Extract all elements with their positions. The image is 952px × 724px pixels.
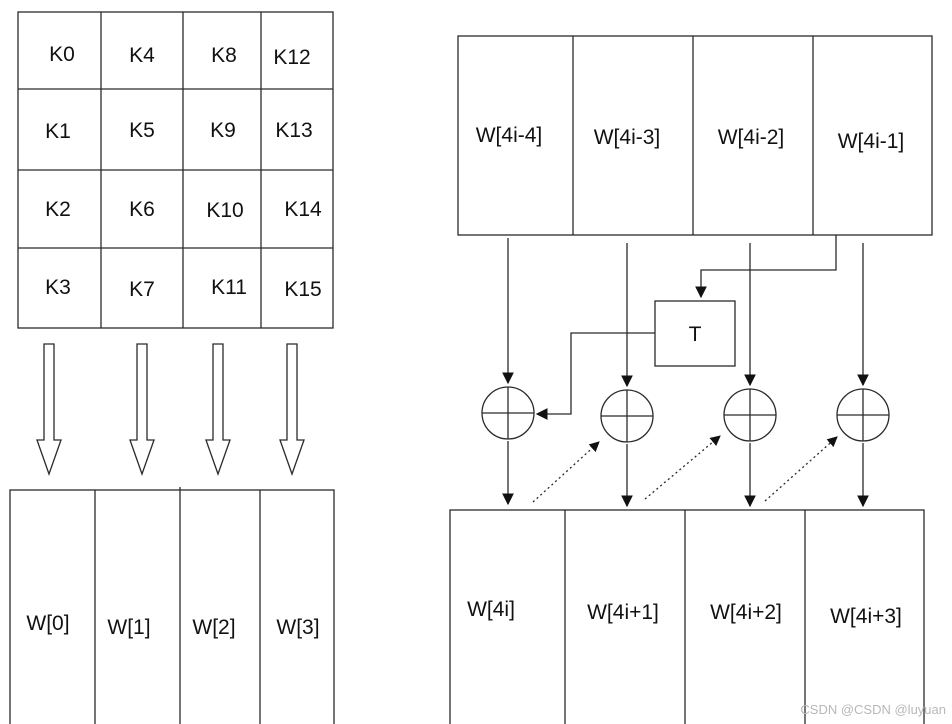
xor-icon [723,388,777,442]
key-cell: K13 [275,119,312,142]
hollow-down-arrow-icon [205,343,231,476]
key-cell: K14 [284,198,322,221]
previous-word-cell: W[4i-3] [594,126,661,149]
key-cell: K12 [273,46,310,69]
new-word-cell: W[4i] [467,598,515,621]
previous-word-cell: W[4i-4] [476,124,543,147]
previous-word-cell: W[4i-1] [838,130,905,153]
key-cell: K6 [129,198,155,221]
key-cell: K10 [206,199,243,222]
previous-word-cell: W[4i-2] [718,126,785,149]
initial-words-border [9,489,335,724]
new-words-border [449,509,925,724]
new-word-cell: W[4i+2] [710,601,782,624]
key-cell: K4 [129,44,155,67]
key-cell: K9 [210,119,236,142]
xor-icon [481,386,535,440]
hollow-down-arrows [36,343,305,476]
t-function-box [654,300,736,367]
to-t-connector [695,235,837,299]
t-function: T [654,300,736,367]
hollow-down-arrow-icon [36,343,62,476]
watermark: CSDN @CSDN @luyuan [800,702,946,717]
key-cell: K15 [284,278,321,301]
initial-word-cell: W[0] [26,612,69,635]
key-cell: K7 [129,278,155,301]
hollow-down-arrow-icon [279,343,305,476]
xor-operators [481,386,890,443]
initial-word-cell: W[3] [276,616,319,639]
initial-word-cell: W[2] [192,616,235,639]
xor-icon [600,389,654,443]
dotted-feedback-arrow-icon [532,441,600,503]
dotted-feedback-arrow-icon [764,436,838,502]
key-cell: K11 [211,276,247,299]
key-cell: K0 [49,43,75,66]
key-matrix: K0 K4 K8 K12 K1 K5 K9 K13 K2 K6 K10 K14 … [17,11,334,329]
hollow-down-arrow-icon [129,343,155,476]
dotted-feedback-arrow-icon [644,435,721,500]
key-cell: K5 [129,119,155,142]
xor-icon [836,388,890,442]
initial-word-cell: W[1] [107,616,150,639]
key-cell: K2 [45,198,71,221]
previous-words-block: W[4i-4] W[4i-3] W[4i-2] W[4i-1] [457,35,933,236]
previous-words-border [457,35,933,236]
key-cell: K3 [45,276,71,299]
new-word-cell: W[4i+3] [830,605,902,628]
key-cell: K1 [45,120,71,143]
key-cell: K8 [211,44,237,67]
new-word-cell: W[4i+1] [587,601,659,624]
t-output-connector [535,332,655,420]
initial-words-block: W[0] W[1] W[2] W[3] [9,487,335,724]
t-function-label: T [689,323,702,346]
new-words-block: W[4i] W[4i+1] W[4i+2] W[4i+3] [449,509,925,724]
